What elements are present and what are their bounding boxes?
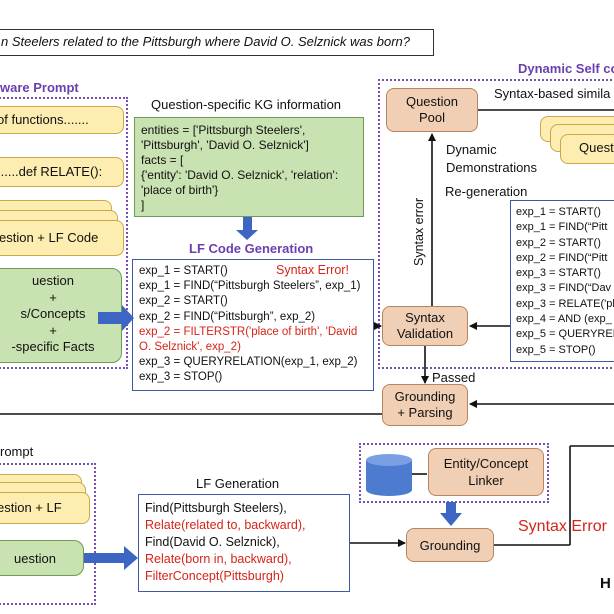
- regen-code-line: exp_2 = START(): [516, 236, 601, 249]
- lf-generation-box: Find(Pittsburgh Steelers), Relate(relate…: [138, 494, 350, 592]
- kg-info-box: entities = ['Pittsburgh Steelers', 'Pitt…: [134, 117, 364, 217]
- relate-def-card: ......def RELATE():: [0, 157, 124, 187]
- lf-line-error: Relate(born in, backward),: [145, 552, 292, 566]
- lf-line: Find(Pittsburgh Steelers),: [145, 501, 287, 515]
- lf-code-box: exp_1 = START() exp_1 = FIND(“Pittsburgh…: [132, 259, 374, 391]
- regen-code-line: exp_5 = QUERYREL: [516, 328, 614, 341]
- question-lf-code-card: estion + LF Code: [0, 220, 124, 256]
- dynamic-self-label: Dynamic Self co: [518, 61, 614, 76]
- aware-prompt-frame: [0, 97, 128, 369]
- blue-arrow-linker-to-grounding: [440, 502, 462, 526]
- blue-arrow-kg-to-lf-code: [236, 217, 258, 240]
- question-pool-box: Question Pool: [386, 88, 478, 132]
- entity-concept-linker-box: Entity/Concept Linker: [428, 448, 544, 496]
- regen-code-line: exp_3 = START(): [516, 267, 601, 280]
- regen-code-line: exp_1 = FIND(“Pitt: [516, 221, 608, 234]
- bottom-question-lf-card: estion + LF: [0, 492, 90, 524]
- bottom-prompt-label: rompt: [0, 444, 34, 459]
- lf-code-line: exp_2 = FIND(“Pittsburgh”, exp_2): [139, 310, 316, 323]
- regen-code-line: exp_3 = FIND(“Dav: [516, 282, 612, 295]
- retrieved-question-card: Questi: [560, 134, 614, 164]
- bottom-syntax-error-label: Syntax Error: [518, 518, 607, 535]
- passed-label: Passed: [432, 370, 476, 385]
- lf-code-line: exp_1 = FIND(“Pittsburgh Steelers”, exp_…: [139, 280, 361, 293]
- functions-list-card: of functions.......: [0, 106, 124, 134]
- lf-generation-title: LF Generation: [196, 476, 280, 491]
- regen-code-line: exp_2 = FIND(“Pitt: [516, 251, 608, 264]
- kg-info-title: Question-specific KG information: [151, 97, 342, 112]
- syntax-error-flag: Syntax Error!: [276, 263, 349, 277]
- lf-code-line: exp_3 = STOP(): [139, 371, 223, 384]
- grounding-parsing-box: Grounding + Parsing: [382, 384, 468, 426]
- lf-line: Find(David O. Selznick),: [145, 535, 280, 549]
- syntax-validation-box: Syntax Validation: [382, 306, 468, 346]
- bottom-question-box: uestion: [0, 540, 84, 576]
- question-bar: n Steelers related to the Pittsburgh whe…: [0, 29, 434, 56]
- bottom-prompt-frame: [0, 463, 96, 605]
- regeneration-label: Re-generation: [445, 184, 528, 199]
- aware-prompt-label: ware Prompt: [0, 80, 79, 95]
- dynamic-self-frame: [378, 79, 614, 369]
- input-question-box: uestion + s/Concepts + -specific Facts: [0, 268, 122, 363]
- lf-code-line: exp_2 = START(): [139, 295, 228, 308]
- lf-code-generation-title: LF Code Generation: [189, 241, 314, 256]
- regen-code-line: exp_1 = START(): [516, 206, 601, 218]
- syntax-error-vertical-label: Syntax error: [412, 197, 426, 266]
- lf-line-error: FilterConcept(Pittsburgh): [145, 569, 284, 583]
- syntax-similarity-label: Syntax-based simila: [494, 86, 611, 101]
- regen-code-line: exp_3 = RELATE('pl: [516, 297, 614, 310]
- lf-code-line: exp_1 = START(): [139, 265, 228, 277]
- grounding-box: Grounding: [406, 528, 494, 562]
- regen-code-line: exp_5 = STOP(): [516, 343, 596, 356]
- lf-code-line-error: O. Selznick', exp_2): [139, 341, 241, 354]
- regenerated-code-box: exp_1 = START() exp_1 = FIND(“Pitt exp_2…: [510, 200, 614, 362]
- lf-code-line: exp_3 = QUERYRELATION(exp_1, exp_2): [139, 356, 358, 369]
- corner-letter: H: [600, 575, 611, 592]
- question-text: n Steelers related to the Pittsburgh whe…: [1, 34, 410, 49]
- lf-code-line-error: exp_2 = FILTERSTR('place of birth', 'Dav…: [139, 325, 358, 338]
- regen-code-line: exp_4 = AND (exp_: [516, 313, 612, 326]
- dynamic-demonstrations-label: Dynamic Demonstrations: [446, 142, 538, 175]
- lf-line-error: Relate(related to, backward),: [145, 518, 306, 532]
